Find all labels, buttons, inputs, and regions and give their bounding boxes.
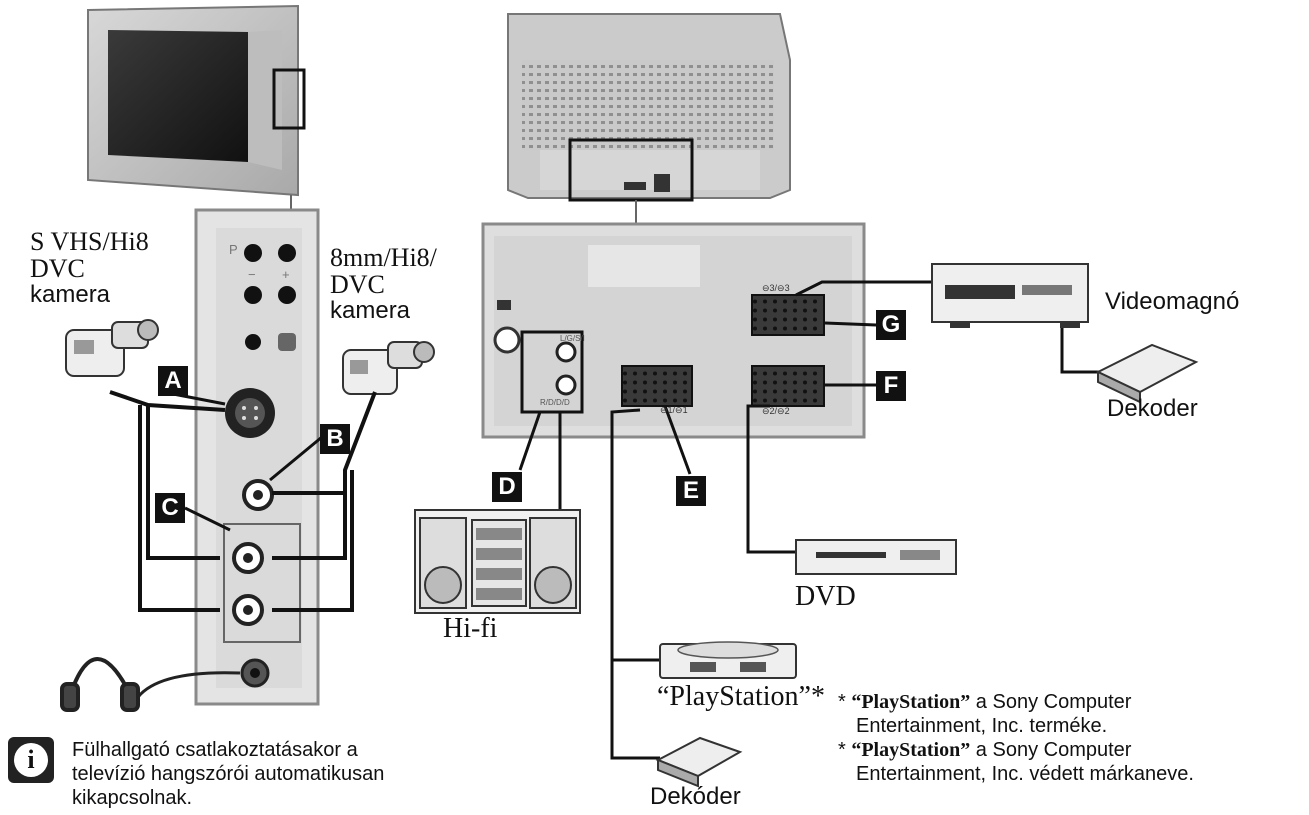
hifi-stereo <box>414 509 581 614</box>
letter-d: D <box>492 472 522 502</box>
vcr <box>931 263 1089 328</box>
front-panel <box>194 208 320 706</box>
footnote-1-rest: a Sony Computer <box>970 691 1132 713</box>
letter-g: G <box>876 310 906 340</box>
letter-b: B <box>320 424 350 454</box>
dekoder-bottom-label: Dekóder <box>650 783 741 810</box>
headphones <box>60 657 241 712</box>
letter-f: F <box>876 371 906 401</box>
panel-mark-scart2: ⊖2/⊖2 <box>762 406 790 416</box>
panel-mark-plus: + <box>282 267 290 282</box>
info-note: Fülhallgató csatlakoztatásakor a televíz… <box>72 738 384 810</box>
footnote-1-line2: Entertainment, Inc. terméke. <box>856 715 1108 737</box>
rear-panel <box>481 222 866 439</box>
rear-wires <box>518 280 1100 760</box>
cam8-camera-label: 8mm/Hi8/ DVC <box>330 244 437 299</box>
footnote-2-star: * <box>838 739 852 761</box>
dvd-label: DVD <box>795 581 856 612</box>
footnote-1: * “PlayStation” a Sony Computer <box>838 690 1304 714</box>
footnote-2-brand: “PlayStation” <box>851 739 971 761</box>
cam8-label-line2: DVC <box>330 270 385 300</box>
info-note-line1: Fülhallgató csatlakoztatásakor a <box>72 739 358 761</box>
svhs-label-line2: DVC <box>30 254 85 284</box>
panel-mark-p: P <box>229 242 238 257</box>
panel-mark-scart3: ⊖3/⊖3 <box>762 283 790 293</box>
rear-tv <box>507 13 791 224</box>
footnote-2: * “PlayStation” a Sony Computer <box>838 738 1304 762</box>
info-note-line2: televízió hangszórói automatikusan <box>72 763 385 785</box>
panel-mark-scart1: ⊖1/⊖1 <box>660 405 688 415</box>
footnote-1-brand: “PlayStation” <box>851 691 971 713</box>
footnote-2-line2: Entertainment, Inc. védett márkaneve. <box>856 763 1194 785</box>
panel-mark-minus: − <box>248 267 256 282</box>
camcorder-left <box>65 319 159 377</box>
camcorder-right <box>342 341 435 395</box>
playstation-console <box>659 641 797 679</box>
front-tv <box>87 4 306 210</box>
dekoder-right-label: Dekoder <box>1107 395 1198 422</box>
hifi-label: Hi-fi <box>443 613 498 644</box>
front-wires <box>109 390 377 612</box>
decoder-right <box>1095 343 1199 404</box>
letter-e: E <box>676 476 706 506</box>
footnotes: * “PlayStation” a Sony Computer Entertai… <box>838 690 1304 786</box>
letter-c: C <box>155 493 185 523</box>
cam8-label-line3: kamera <box>330 297 411 324</box>
panel-mark-left-audio: L/G/S/I <box>560 334 585 343</box>
videomagno-label: Videomagnó <box>1105 288 1240 315</box>
playstation-label: “PlayStation”* <box>657 681 825 712</box>
svhs-label-line1: S VHS/Hi8 <box>30 227 149 256</box>
info-icon: i <box>8 737 54 783</box>
svhs-camera-label: S VHS/Hi8 DVC <box>30 228 149 283</box>
letter-a: A <box>158 366 188 396</box>
cam8-label-line1: 8mm/Hi8/ <box>330 243 437 272</box>
decoder-bottom <box>655 736 743 788</box>
svhs-label-line3: kamera <box>30 281 111 308</box>
footnote-2-rest: a Sony Computer <box>970 739 1132 761</box>
panel-mark-right-audio: R/D/D/D <box>540 398 570 407</box>
info-note-line3: kikapcsolnak. <box>72 787 193 809</box>
dvd-player <box>795 539 957 575</box>
footnote-1-star: * <box>838 691 852 713</box>
